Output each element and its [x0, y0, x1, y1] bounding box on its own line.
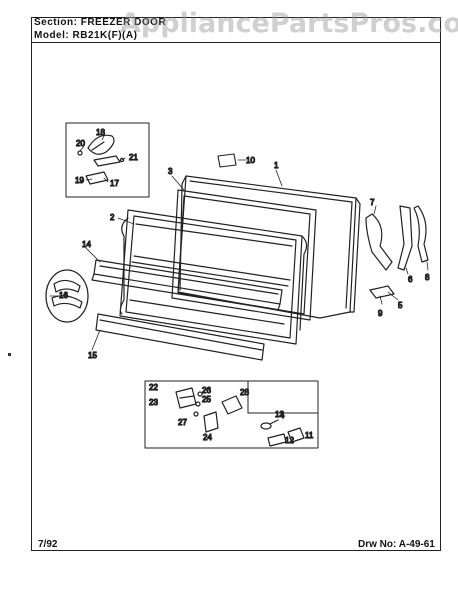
callout-4: 4 [280, 411, 285, 420]
inner-door-liner [119, 209, 308, 345]
part-10-badge [217, 153, 247, 168]
bottom-shelf-rail [95, 313, 265, 361]
callout-22: 22 [149, 383, 158, 392]
hinge-hardware-inset [144, 380, 319, 449]
callout-20: 20 [76, 139, 85, 148]
door-gasket [171, 189, 317, 321]
callout-leaders [85, 169, 283, 351]
callout-16: 16 [59, 291, 68, 300]
callout-7: 7 [370, 198, 375, 207]
callout-12: 12 [285, 436, 294, 445]
section-label: Section: FREEZER DOOR [34, 17, 167, 28]
callout-3: 3 [168, 167, 173, 176]
callout-8: 8 [425, 273, 430, 282]
callout-18: 18 [96, 128, 105, 137]
callout-28: 28 [240, 388, 249, 397]
door-shelf [91, 259, 283, 311]
handle-parts-inset [65, 122, 150, 198]
callout-1: 1 [274, 161, 279, 170]
callout-11: 11 [305, 431, 314, 440]
callout-2: 2 [110, 213, 115, 222]
outer-door-panel [177, 175, 361, 319]
header-rule [31, 42, 441, 43]
callout-21: 21 [129, 153, 138, 162]
callout-24: 24 [203, 433, 212, 442]
callout-23: 23 [149, 398, 158, 407]
drawing-number: Drw No: A-49-61 [358, 539, 435, 550]
callout-14: 14 [82, 240, 91, 249]
shelf-retainer-detail [45, 269, 89, 323]
callout-17: 17 [110, 179, 119, 188]
callout-6: 6 [408, 275, 413, 284]
hinge-parts-right [365, 205, 429, 305]
callout-26: 26 [202, 386, 211, 395]
model-label: Model: RB21K(F)(A) [34, 30, 138, 41]
callout-15: 15 [88, 351, 97, 360]
callout-25: 25 [202, 395, 211, 404]
callout-27: 27 [178, 418, 187, 427]
callout-19: 19 [75, 176, 84, 185]
drawing-sheet-border [31, 17, 441, 551]
scan-speck [8, 353, 11, 356]
callout-13: 13 [275, 410, 284, 419]
callout-9: 9 [378, 309, 383, 318]
callout-10: 10 [246, 156, 255, 165]
callout-5: 5 [398, 301, 403, 310]
revision-date: 7/92 [38, 539, 58, 550]
